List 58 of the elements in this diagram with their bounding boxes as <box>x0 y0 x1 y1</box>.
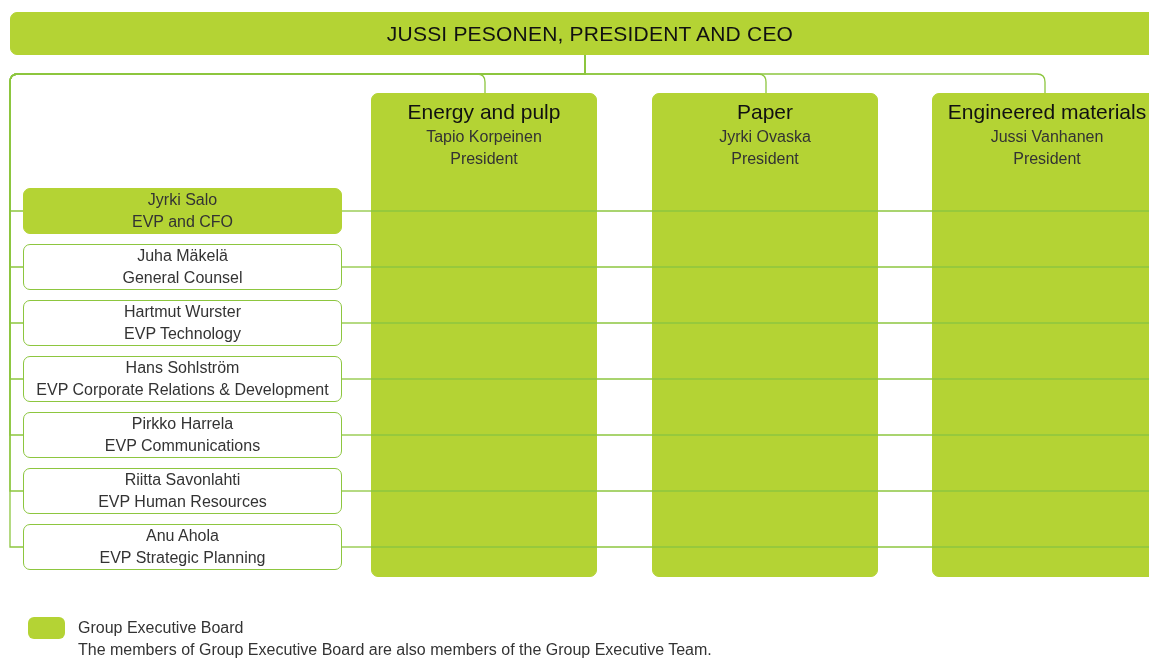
matrix-line <box>341 546 372 548</box>
job-title: EVP and CFO <box>131 212 234 232</box>
matrix-line <box>341 490 372 492</box>
executive-box <box>23 244 342 290</box>
matrix-line <box>341 322 372 324</box>
person-name: Hartmut Wurster <box>123 302 242 322</box>
matrix-line <box>877 434 933 436</box>
division-box <box>371 93 597 577</box>
person-name: Jussi Vanhanen <box>990 127 1104 147</box>
person-name: Riitta Savonlahti <box>124 470 241 490</box>
division-box <box>652 93 878 577</box>
division-box <box>932 93 1149 577</box>
executive-box <box>23 300 342 346</box>
person-name: Pirkko Harrela <box>131 414 234 434</box>
executive-box <box>23 188 342 234</box>
job-title: President <box>731 149 799 169</box>
matrix-line <box>596 434 653 436</box>
matrix-line <box>596 546 653 548</box>
division-title: Energy and pulp <box>407 99 561 125</box>
job-title: President <box>1013 149 1081 169</box>
matrix-line <box>341 210 372 212</box>
person-name: Jyrki Ovaska <box>719 127 811 147</box>
matrix-line <box>877 322 933 324</box>
job-title: General Counsel <box>122 268 243 288</box>
executive-box <box>23 524 342 570</box>
note-text: The members of Group Executive Board are also members of the Group Executive Team. <box>78 641 712 659</box>
person-name: Hans Sohlström <box>125 358 240 378</box>
matrix-line <box>341 434 372 436</box>
executive-box <box>23 468 342 514</box>
job-title: President <box>450 149 518 169</box>
matrix-line <box>877 378 933 380</box>
person-name: Juha Mäkelä <box>137 246 228 266</box>
matrix-line <box>596 266 653 268</box>
matrix-line <box>596 490 653 492</box>
matrix-line <box>877 266 933 268</box>
matrix-line <box>596 378 653 380</box>
job-title: EVP Human Resources <box>98 492 267 512</box>
job-title: EVP Strategic Planning <box>99 548 266 568</box>
title-text: JUSSI PESONEN, PRESIDENT AND CEO <box>386 21 794 46</box>
matrix-line <box>877 490 933 492</box>
job-title: EVP Corporate Relations & Development <box>36 380 329 400</box>
matrix-line <box>341 378 372 380</box>
matrix-line <box>596 322 653 324</box>
division-title: Paper <box>736 99 793 125</box>
person-name: Jyrki Salo <box>147 190 218 210</box>
job-title: EVP Communications <box>104 436 261 456</box>
legend-text: Group Executive Board <box>78 619 244 637</box>
division-title: Engineered materials <box>947 99 1147 125</box>
matrix-line <box>596 210 653 212</box>
person-name: Tapio Korpeinen <box>426 127 542 147</box>
executive-box <box>23 356 342 402</box>
person-name: Anu Ahola <box>146 526 219 546</box>
matrix-line <box>341 266 372 268</box>
matrix-line <box>877 546 933 548</box>
job-title: EVP Technology <box>124 324 241 344</box>
ceo-box <box>10 12 1149 55</box>
matrix-line <box>877 210 933 212</box>
executive-box <box>23 412 342 458</box>
